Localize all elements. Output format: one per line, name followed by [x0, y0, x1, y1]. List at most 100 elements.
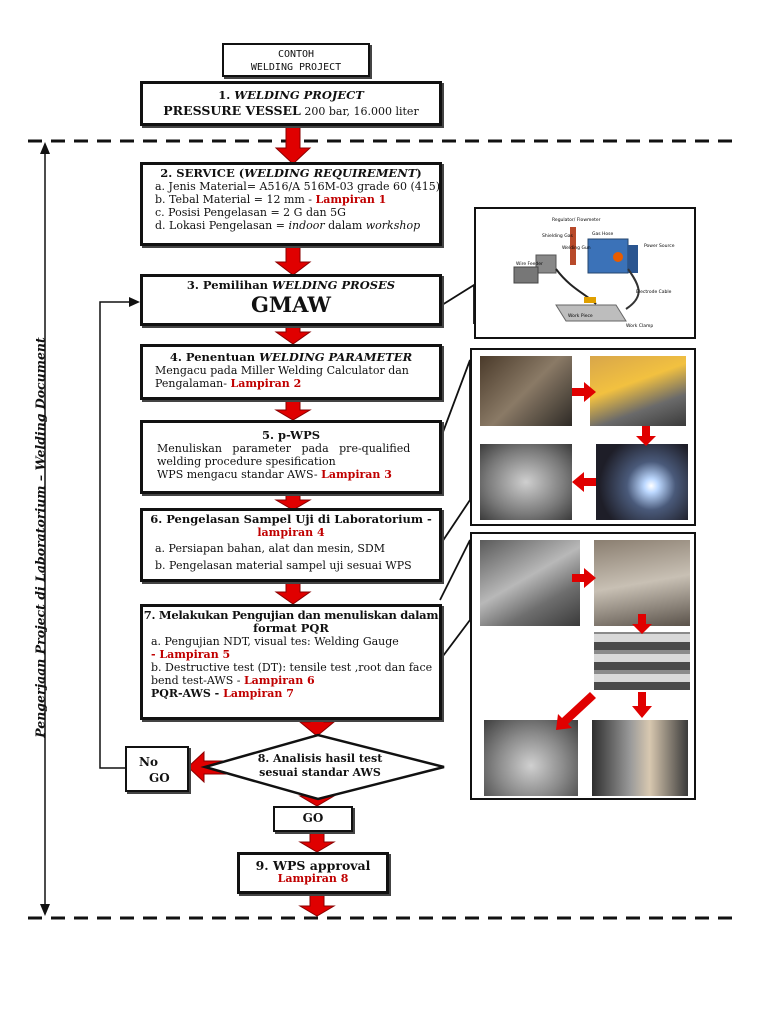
photo-arrow-right-1	[572, 382, 596, 402]
step-7-item-c: PQR-AWS -	[151, 687, 224, 700]
loop-back-line	[99, 301, 132, 769]
loop-back-arrowhead	[129, 297, 140, 307]
photo-test-coupon	[594, 540, 690, 626]
arrow-4-5	[274, 399, 312, 421]
step-1-spec: 200 bar, 16.000 liter	[304, 105, 419, 118]
photo-specimens	[594, 632, 690, 690]
photo-material-prep	[590, 356, 686, 426]
step-8-line2: sesuai standar AWS	[259, 766, 381, 779]
gmaw-label-work-piece: Work Piece	[568, 313, 593, 319]
step-5-line1: Menuliskan parameter pada pre-qualified	[157, 442, 411, 455]
step-1-label-text: WELDING PROJECT	[234, 88, 364, 102]
gmaw-label-regulator: Regulator/ Flowmeter	[552, 217, 601, 223]
step-7-ref-c: Lampiran 7	[223, 687, 294, 700]
gmaw-label-electrode-cable: Electrode Cable	[636, 289, 672, 295]
step-7-item-a: a. Pengujian NDT, visual tes: Welding Ga…	[151, 635, 399, 648]
no-go-line1: No	[139, 755, 158, 769]
step-7-ref-b: Lampiran 6	[243, 674, 315, 687]
step-6-box: 6. Pengelasan Sampel Uji di Laboratorium…	[140, 508, 442, 582]
step-5-line2: welding procedure spesification	[157, 455, 336, 468]
step-9-label: 9. WPS approval	[255, 858, 371, 873]
photo-panel-welding	[470, 348, 696, 526]
photo-bend-test-machine	[484, 720, 578, 796]
gmaw-label-shielding-gas: Shielding Gas	[542, 233, 573, 239]
gmaw-label-work-clamp: Work Clamp	[626, 323, 653, 329]
photo-arrow-down-2	[632, 614, 652, 634]
step-2-box: 2. SERVICE (WELDING REQUIREMENT) a. Jeni…	[140, 162, 442, 246]
step-8-text: 8. Analisis hasil test sesuai standar AW…	[230, 752, 410, 780]
photo-arrow-right-2	[572, 568, 596, 588]
step-7-box: 7. Melakukan Pengujian dan menuliskan da…	[140, 604, 442, 720]
step-5-box: 5. p-WPS Menuliskan parameter pada pre-q…	[140, 420, 442, 494]
photo-welder-at-work	[596, 444, 688, 520]
step-3-label: 3. Pemilihan WELDING PROSES	[186, 278, 396, 292]
step-3-box: 3. Pemilihan WELDING PROSES GMAW	[140, 274, 442, 326]
go-box: GO	[273, 806, 353, 832]
step-4-line1: Mengacu pada Miller Welding Calculator d…	[155, 364, 409, 377]
gmaw-diagram-box: Regulator/ Flowmeter Gas Hose Shielding …	[474, 207, 696, 339]
photo-weld-gauge	[480, 540, 580, 626]
step-9-box: 9. WPS approval Lampiran 8	[237, 852, 389, 894]
photo-arrow-diag-2	[556, 692, 596, 730]
callout-photos-b	[439, 539, 471, 661]
decision-diamond	[200, 733, 445, 801]
step-5-label: 5. p-WPS	[261, 428, 321, 442]
gmaw-label-gas-hose: Gas Hose	[592, 231, 614, 237]
step-9-ref: Lampiran 8	[277, 872, 349, 885]
no-go-box: No GO	[125, 746, 189, 792]
step-2-item-c: c. Posisi Pengelasan = 2 G dan 5G	[155, 206, 346, 219]
header-box: CONTOH WELDING PROJECT	[222, 43, 370, 77]
step-2-item-b: b. Tebal Material = 12 mm -	[155, 193, 316, 206]
step-3-process: GMAW	[250, 292, 331, 317]
step-2-item-d-it1: indoor	[288, 219, 325, 232]
arrow-9-out	[298, 893, 336, 917]
side-label: Pengerjaan Project di Laboratorium – Wel…	[32, 337, 48, 738]
step-1-box: 1. WELDING PROJECT PRESSURE VESSEL 200 b…	[140, 81, 442, 126]
step-7-ref-a: - Lampiran 5	[151, 648, 231, 661]
step-2-ref: Lampiran 1	[315, 193, 387, 206]
step-4-label: 4. Penentuan WELDING PARAMETER	[169, 350, 413, 364]
scope-arrow-top	[40, 142, 50, 154]
step-2-item-d-it2: workshop	[365, 219, 421, 232]
header-line1: CONTOH	[277, 49, 315, 60]
step-8-line1: 8. Analisis hasil test	[257, 752, 383, 765]
gmaw-diagram: Regulator/ Flowmeter Gas Hose Shielding …	[513, 217, 675, 329]
arrow-3-4	[274, 325, 312, 345]
arrow-5-6	[274, 493, 312, 511]
step-4-line2: Pengalaman-	[155, 377, 231, 390]
go-label: GO	[302, 811, 324, 825]
step-2-item-d-pre: d. Lokasi Pengelasan =	[155, 219, 289, 232]
header-line2: WELDING PROJECT	[250, 62, 342, 73]
gmaw-label-wire-feeder: Wire Feeder	[516, 261, 543, 267]
photo-panel-1-arrows	[572, 382, 656, 492]
photo-panel-testing	[470, 532, 696, 800]
step-6-label: 6. Pengelasan Sampel Uji di Laboratorium…	[150, 512, 432, 526]
callout-photos-a	[439, 359, 471, 546]
photo-tensile-test-machine	[592, 720, 688, 796]
step-6-item-b: b. Pengelasan material sampel uji sesuai…	[155, 559, 412, 572]
step-2-item-d-mid: dalam	[324, 219, 366, 232]
step-7-label-2: format PQR	[253, 621, 329, 635]
step-1-label: 1. WELDING PROJECT	[218, 88, 364, 102]
step-6-item-a: a. Persiapan bahan, alat dan mesin, SDM	[155, 542, 385, 555]
step-7-item-b1: b. Destructive test (DT): tensile test ,…	[151, 661, 433, 674]
photo-arrow-down-1	[636, 426, 656, 446]
step-1-subject: PRESSURE VESSEL	[163, 103, 301, 118]
step-2-item-a: a. Jenis Material= A516/A 516M-03 grade …	[155, 180, 441, 193]
arrow-6-7	[274, 581, 312, 605]
callout-gmaw	[441, 283, 475, 324]
step-2-label: 2. SERVICE (WELDING REQUIREMENT)	[160, 166, 422, 180]
arrow-go-9	[298, 831, 336, 853]
no-go-line2: GO	[149, 771, 170, 785]
photo-arrow-down-3	[632, 692, 652, 718]
gmaw-label-power-source: Power Source	[644, 243, 675, 249]
scope-arrow-bottom	[40, 904, 50, 916]
step-4-ref: Lampiran 2	[230, 377, 302, 390]
step-7-item-b2: bend test-AWS -	[151, 674, 244, 687]
photo-arrow-left-1	[572, 472, 596, 492]
arrow-2-3	[274, 245, 312, 276]
photo-welded-pipe	[480, 444, 572, 520]
step-6-ref: lampiran 4	[257, 526, 325, 539]
photo-welding-calculator	[480, 356, 572, 426]
